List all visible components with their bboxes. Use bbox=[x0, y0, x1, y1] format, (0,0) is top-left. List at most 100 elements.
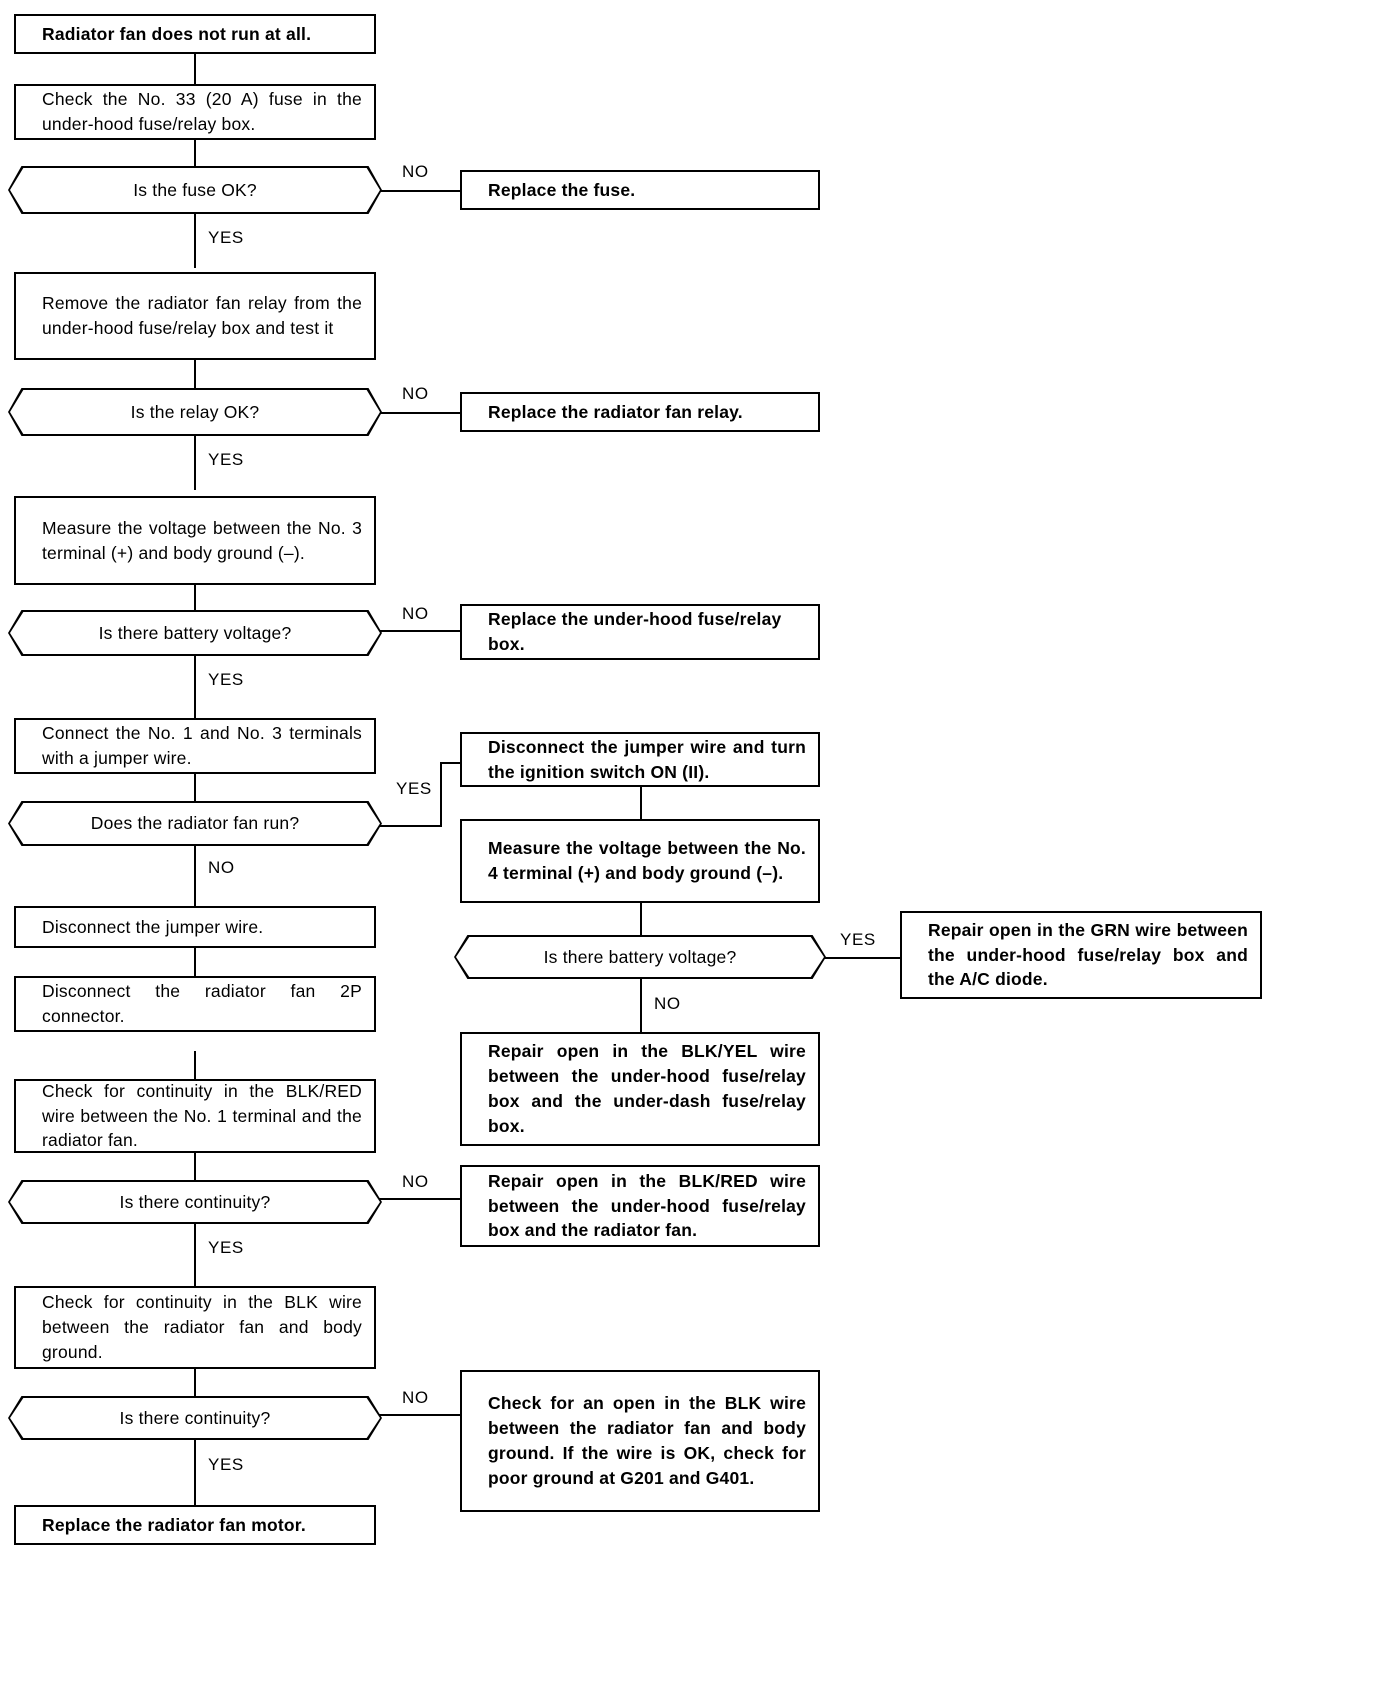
node-q-continuity-2-label: Is there continuity? bbox=[119, 1407, 271, 1428]
decision-hexagon bbox=[8, 388, 382, 436]
branch-label-yes-relay: YES bbox=[208, 450, 244, 469]
node-q-relay-ok[interactable]: Is the relay OK? bbox=[8, 388, 382, 436]
node-replace-fan-motor[interactable]: Replace the radiator fan motor. bbox=[14, 1505, 376, 1545]
node-replace-relay-label: Replace the radiator fan relay. bbox=[488, 401, 743, 422]
branch-label-no-cont2: NO bbox=[402, 1388, 429, 1407]
node-disconnect-jumper-ignition-label: Disconnect the jumper wire and turn the … bbox=[488, 736, 806, 782]
node-replace-relay[interactable]: Replace the radiator fan relay. bbox=[460, 392, 820, 432]
connector-qcont1-no bbox=[370, 1198, 462, 1200]
connector-checkblk-to-qcont2 bbox=[194, 1369, 196, 1396]
node-q-battery-voltage-2[interactable]: Is there battery voltage? bbox=[454, 935, 826, 979]
node-replace-fuse-label: Replace the fuse. bbox=[488, 179, 636, 200]
connector-disc2p-to-checkblkred bbox=[194, 1051, 196, 1079]
node-measure-terminal-4[interactable]: Measure the voltage between the No. 4 te… bbox=[460, 819, 820, 903]
node-check-blk-continuity[interactable]: Check for continuity in the BLK wire bet… bbox=[14, 1286, 376, 1369]
branch-label-yes-cont1: YES bbox=[208, 1238, 244, 1257]
node-replace-fuse[interactable]: Replace the fuse. bbox=[460, 170, 820, 210]
decision-hexagon bbox=[8, 1180, 382, 1224]
connector-qbatt2-yes bbox=[818, 957, 902, 959]
branch-label-yes-fanrun: YES bbox=[396, 779, 432, 798]
node-disconnect-jumper-label: Disconnect the jumper wire. bbox=[42, 916, 264, 937]
node-measure-terminal-3[interactable]: Measure the voltage between the No. 3 te… bbox=[14, 496, 376, 585]
node-measure-terminal-4-label: Measure the voltage between the No. 4 te… bbox=[488, 838, 806, 883]
node-q-relay-ok-label: Is the relay OK? bbox=[130, 401, 260, 422]
branch-label-yes-batt2: YES bbox=[840, 930, 876, 949]
connector-measure4-to-qbatt2 bbox=[640, 903, 642, 935]
branch-label-no-fuse: NO bbox=[402, 162, 429, 181]
node-q-fuse-ok-label: Is the fuse OK? bbox=[133, 179, 257, 200]
node-connect-jumper-label: Connect the No. 1 and No. 3 terminals wi… bbox=[42, 723, 362, 768]
node-check-open-blk-wire-label: Check for an open in the BLK wire betwee… bbox=[488, 1393, 806, 1488]
connector-qfanrun-yes-h2 bbox=[440, 762, 462, 764]
connector-checkfuse-to-qfuse bbox=[194, 138, 196, 166]
node-repair-grn-wire[interactable]: Repair open in the GRN wire between the … bbox=[900, 911, 1262, 999]
node-check-fuse[interactable]: Check the No. 33 (20 A) fuse in the unde… bbox=[14, 84, 376, 140]
connector-checkblkred-to-qcont1 bbox=[194, 1153, 196, 1180]
node-repair-grn-wire-label: Repair open in the GRN wire between the … bbox=[928, 919, 1248, 990]
node-repair-blk-yel-wire[interactable]: Repair open in the BLK/YEL wire between … bbox=[460, 1032, 820, 1146]
connector-qbatt2-no bbox=[640, 978, 642, 1033]
decision-hexagon bbox=[8, 801, 382, 846]
branch-label-no-batt1: NO bbox=[402, 604, 429, 623]
node-disconnect-2p-connector-label: Disconnect the radiator fan 2P connector… bbox=[42, 981, 362, 1026]
connector-start-to-checkfuse bbox=[194, 53, 196, 86]
node-q-fuse-ok[interactable]: Is the fuse OK? bbox=[8, 166, 382, 214]
node-disconnect-jumper-ignition[interactable]: Disconnect the jumper wire and turn the … bbox=[460, 732, 820, 787]
node-check-blk-red-continuity-label: Check for continuity in the BLK/RED wire… bbox=[42, 1080, 362, 1151]
branch-label-yes-cont2: YES bbox=[208, 1455, 244, 1474]
connector-qrelay-yes bbox=[194, 434, 196, 490]
connector-jumper-to-qfanrun bbox=[194, 774, 196, 801]
connector-qbatt1-yes bbox=[194, 656, 196, 718]
connector-qfanrun-no bbox=[194, 846, 196, 906]
decision-hexagon bbox=[8, 1396, 382, 1440]
node-check-blk-continuity-label: Check for continuity in the BLK wire bet… bbox=[42, 1292, 362, 1362]
node-q-battery-voltage-1[interactable]: Is there battery voltage? bbox=[8, 610, 382, 656]
node-replace-fan-motor-label: Replace the radiator fan motor. bbox=[42, 1514, 306, 1535]
node-check-fuse-label: Check the No. 33 (20 A) fuse in the unde… bbox=[42, 89, 362, 134]
connector-discjumper-to-disc2p bbox=[194, 948, 196, 976]
node-disconnect-jumper[interactable]: Disconnect the jumper wire. bbox=[14, 906, 376, 948]
connector-discign-to-measure4 bbox=[640, 787, 642, 819]
node-q-continuity-1-label: Is there continuity? bbox=[119, 1191, 271, 1212]
node-repair-blk-yel-wire-label: Repair open in the BLK/YEL wire between … bbox=[488, 1041, 806, 1136]
branch-label-no-fanrun: NO bbox=[208, 858, 235, 877]
node-q-battery-voltage-1-label: Is there battery voltage? bbox=[98, 622, 292, 643]
node-check-blk-red-continuity[interactable]: Check for continuity in the BLK/RED wire… bbox=[14, 1079, 376, 1153]
node-q-continuity-1[interactable]: Is there continuity? bbox=[8, 1180, 382, 1224]
node-repair-blk-red-wire[interactable]: Repair open in the BLK/RED wire between … bbox=[460, 1165, 820, 1247]
node-q-fan-run[interactable]: Does the radiator fan run? bbox=[8, 801, 382, 846]
node-disconnect-2p-connector[interactable]: Disconnect the radiator fan 2P connector… bbox=[14, 976, 376, 1032]
connector-qfanrun-yes-h bbox=[370, 825, 442, 827]
node-remove-relay[interactable]: Remove the radiator fan relay from the u… bbox=[14, 272, 376, 360]
node-replace-fuse-relay-box[interactable]: Replace the under-hood fuse/relay box. bbox=[460, 604, 820, 660]
connector-qfuse-yes bbox=[194, 212, 196, 268]
node-remove-relay-label: Remove the radiator fan relay from the u… bbox=[42, 293, 362, 338]
node-start-label: Radiator fan does not run at all. bbox=[42, 23, 312, 44]
branch-label-yes-fuse: YES bbox=[208, 228, 244, 247]
connector-qcont2-yes bbox=[194, 1440, 196, 1505]
connector-qbatt1-no bbox=[370, 630, 462, 632]
decision-hexagon bbox=[8, 166, 382, 214]
node-start[interactable]: Radiator fan does not run at all. bbox=[14, 14, 376, 54]
decision-hexagon bbox=[8, 610, 382, 656]
node-measure-terminal-3-label: Measure the voltage between the No. 3 te… bbox=[42, 517, 362, 563]
branch-label-yes-batt1: YES bbox=[208, 670, 244, 689]
node-repair-blk-red-wire-label: Repair open in the BLK/RED wire between … bbox=[488, 1170, 806, 1241]
branch-label-no-relay: NO bbox=[402, 384, 429, 403]
node-q-fan-run-label: Does the radiator fan run? bbox=[90, 813, 300, 833]
node-check-open-blk-wire[interactable]: Check for an open in the BLK wire betwee… bbox=[460, 1370, 820, 1512]
branch-label-no-batt2: NO bbox=[654, 994, 681, 1013]
connector-removerelay-to-qrelay bbox=[194, 360, 196, 388]
decision-hexagon bbox=[454, 935, 826, 979]
connector-measure3-to-qbatt1 bbox=[194, 585, 196, 612]
connector-qfanrun-yes-v bbox=[440, 762, 442, 827]
connector-qcont2-no bbox=[370, 1414, 462, 1416]
branch-label-no-cont1: NO bbox=[402, 1172, 429, 1191]
connector-qcont1-yes bbox=[194, 1224, 196, 1286]
connector-qrelay-no bbox=[370, 412, 462, 414]
node-replace-fuse-relay-box-label: Replace the under-hood fuse/relay box. bbox=[488, 609, 782, 654]
node-q-battery-voltage-2-label: Is there battery voltage? bbox=[543, 946, 737, 967]
node-q-continuity-2[interactable]: Is there continuity? bbox=[8, 1396, 382, 1440]
node-connect-jumper[interactable]: Connect the No. 1 and No. 3 terminals wi… bbox=[14, 718, 376, 774]
